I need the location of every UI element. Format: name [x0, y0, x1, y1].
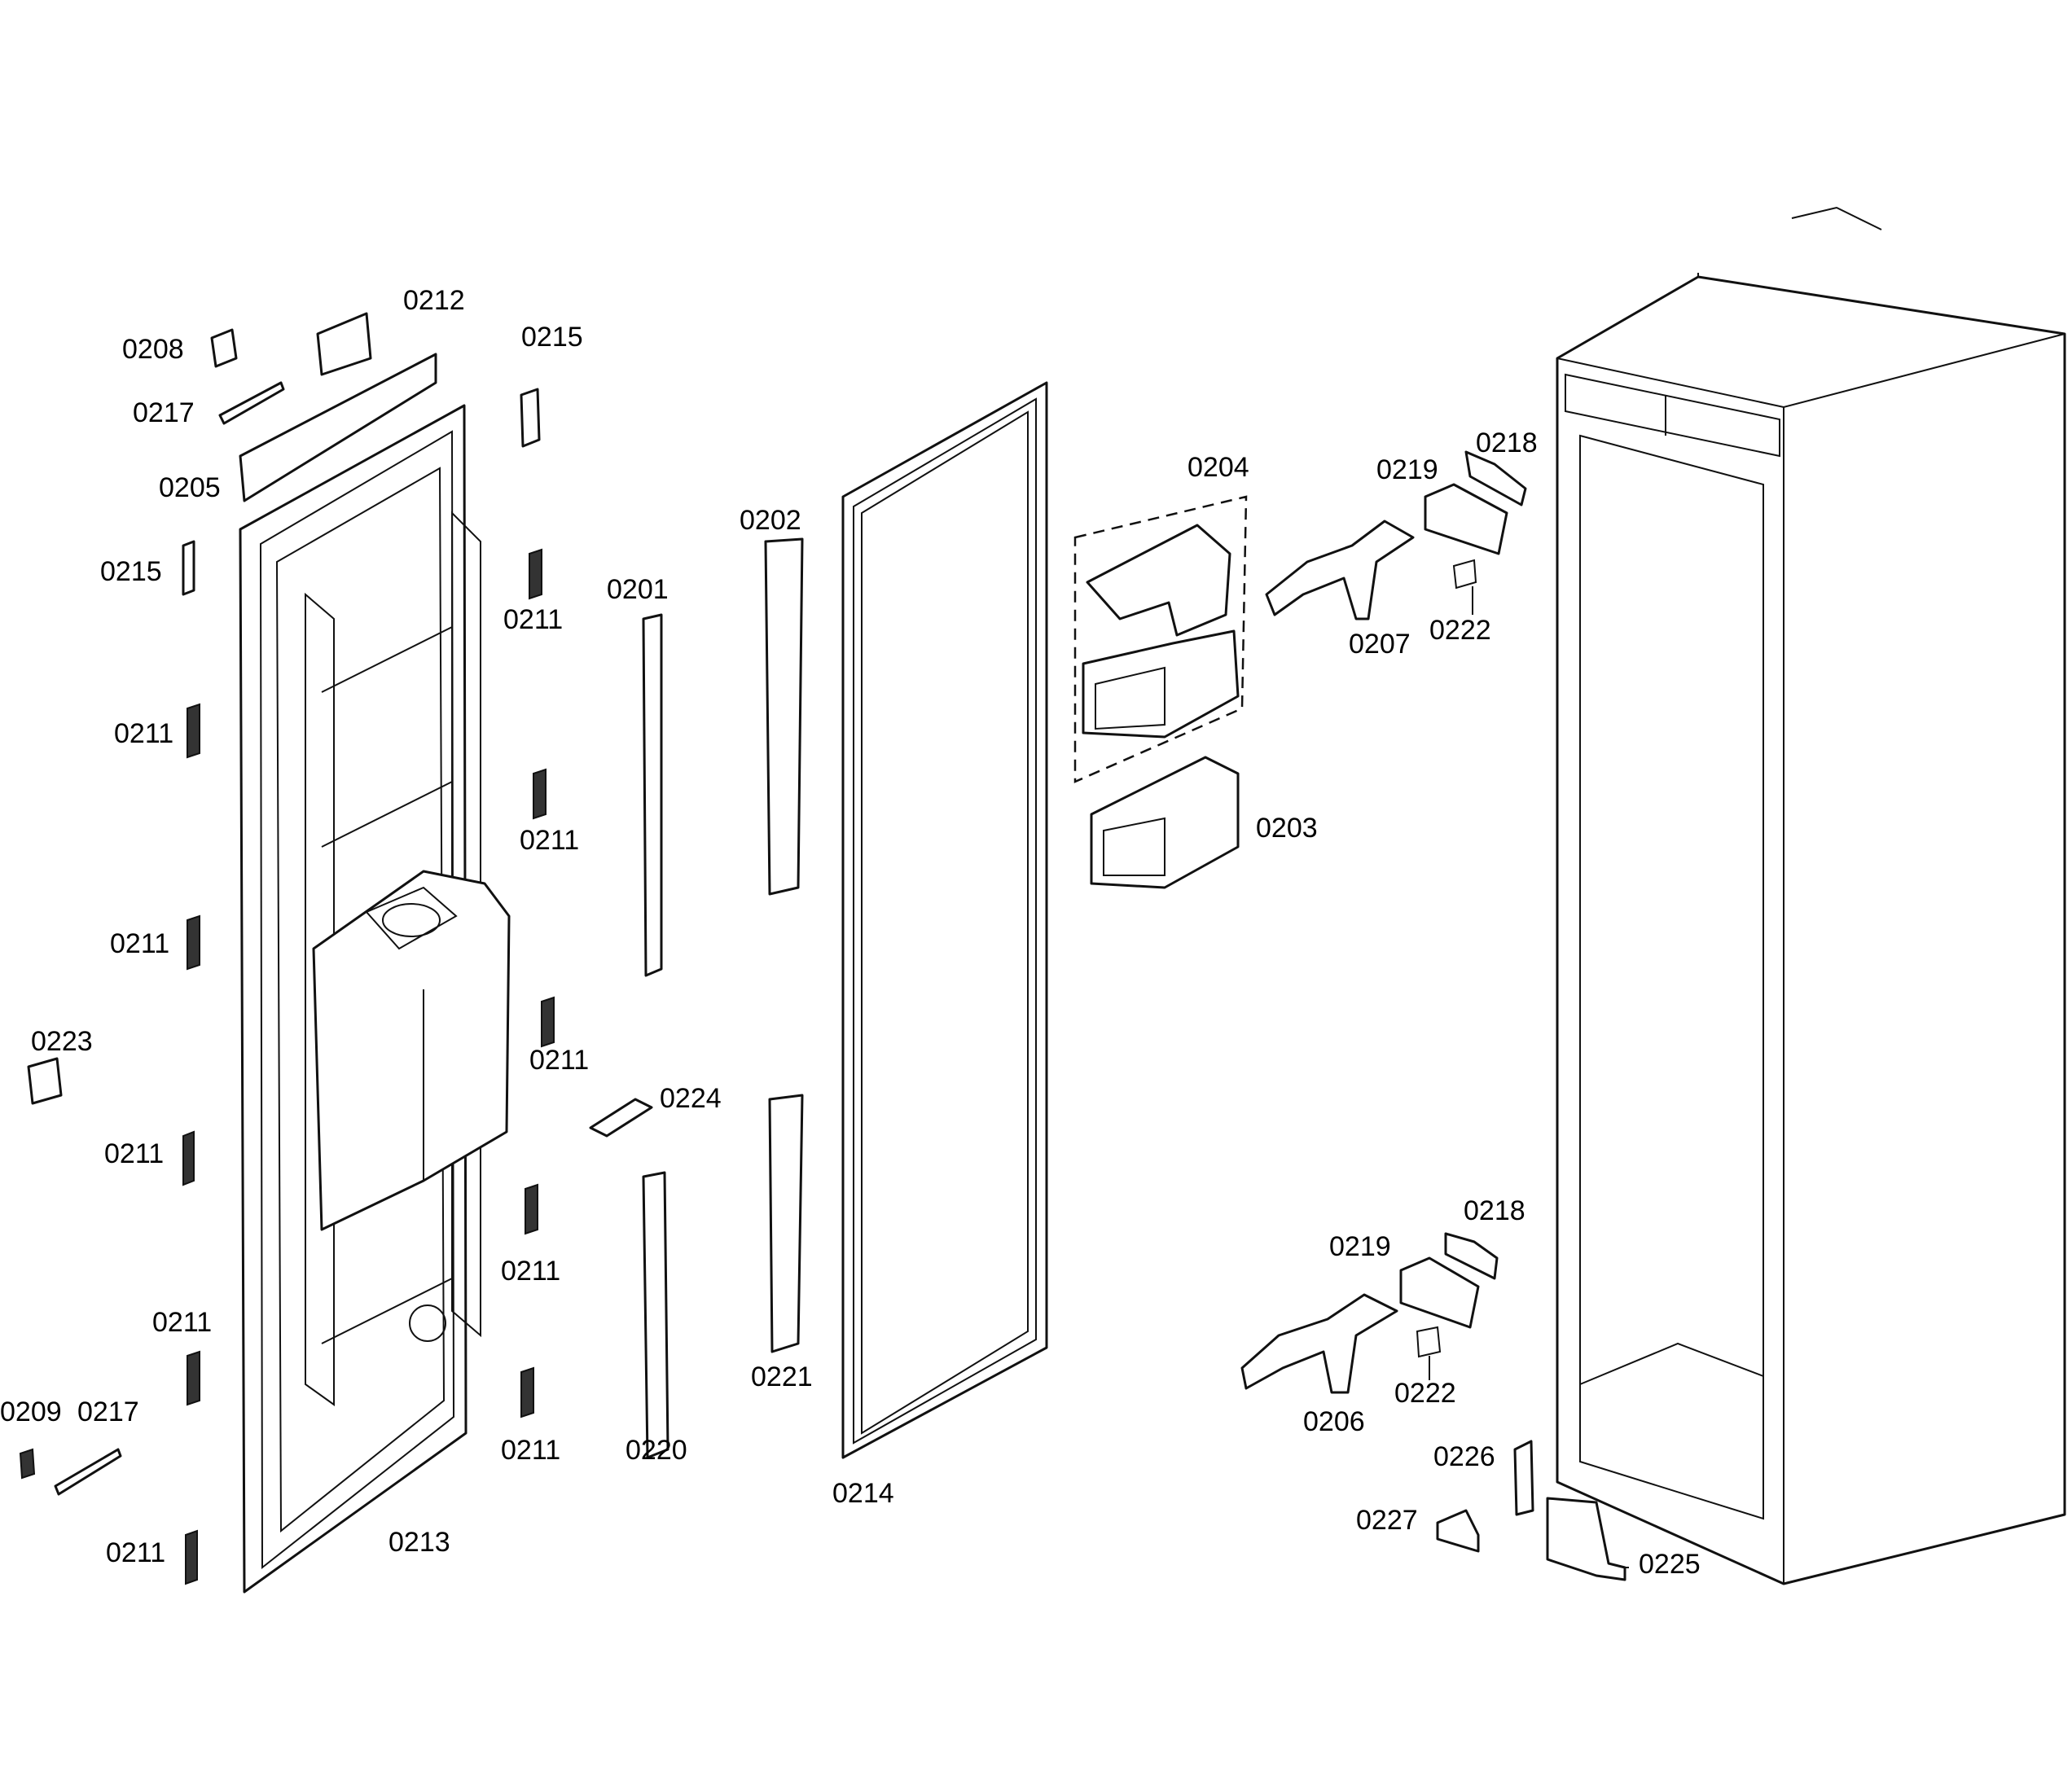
label-0219-bottom: 0219 [1329, 1231, 1391, 1262]
label-0205: 0205 [159, 472, 221, 503]
hinges [1240, 450, 1527, 1394]
label-0227: 0227 [1356, 1505, 1418, 1536]
label-0222-bottom: 0222 [1394, 1378, 1456, 1409]
label-0214: 0214 [832, 1478, 894, 1509]
label-0221: 0221 [751, 1361, 813, 1392]
bottom-brackets [1436, 1440, 1626, 1581]
door-bins [1073, 495, 1248, 889]
label-0213: 0213 [388, 1527, 450, 1558]
shelf-clips [182, 548, 555, 1585]
label-0206: 0206 [1303, 1406, 1365, 1437]
label-0204: 0204 [1187, 452, 1249, 483]
label-0224: 0224 [660, 1083, 722, 1114]
label-0222-top: 0222 [1429, 615, 1491, 646]
door-assembly [239, 404, 511, 1594]
label-0218-bottom: 0218 [1464, 1195, 1525, 1226]
label-0211-g: 0211 [501, 1256, 560, 1287]
misc-left-parts [19, 1057, 653, 1496]
label-0218-top: 0218 [1476, 428, 1538, 458]
label-0226: 0226 [1433, 1441, 1495, 1472]
label-0211-d: 0211 [110, 928, 169, 959]
label-0215-top: 0215 [521, 322, 583, 353]
label-0203: 0203 [1256, 813, 1318, 844]
label-0208: 0208 [122, 334, 184, 365]
part-labels: 0208 0212 0215 0217 0205 0215 0211 0211 … [0, 285, 1701, 1580]
label-0211-f: 0211 [104, 1138, 164, 1169]
label-0207: 0207 [1349, 629, 1411, 660]
leader-lines [1429, 586, 1629, 1568]
top-small-parts [182, 312, 541, 596]
label-0217-bottom: 0217 [77, 1396, 139, 1427]
label-0225: 0225 [1639, 1549, 1701, 1580]
label-0211-a: 0211 [503, 604, 563, 635]
label-0223: 0223 [31, 1026, 93, 1057]
door-gasket [841, 381, 1048, 1459]
label-0209: 0209 [0, 1396, 62, 1427]
label-0212: 0212 [403, 285, 465, 316]
handle-trim-parts [642, 537, 804, 1459]
label-0201: 0201 [607, 574, 669, 605]
label-0211-h: 0211 [152, 1307, 212, 1338]
label-0211-b: 0211 [114, 718, 173, 749]
label-0220: 0220 [626, 1435, 687, 1466]
refrigerator-cabinet [1556, 206, 2066, 1585]
label-0217-top: 0217 [133, 397, 195, 428]
label-0215-left: 0215 [100, 556, 162, 587]
label-0211-e: 0211 [529, 1045, 589, 1076]
label-0202: 0202 [740, 505, 801, 536]
label-0211-j: 0211 [106, 1537, 165, 1568]
label-0219-top: 0219 [1376, 454, 1438, 485]
label-0211-i: 0211 [501, 1435, 560, 1466]
label-0211-c: 0211 [520, 825, 579, 856]
